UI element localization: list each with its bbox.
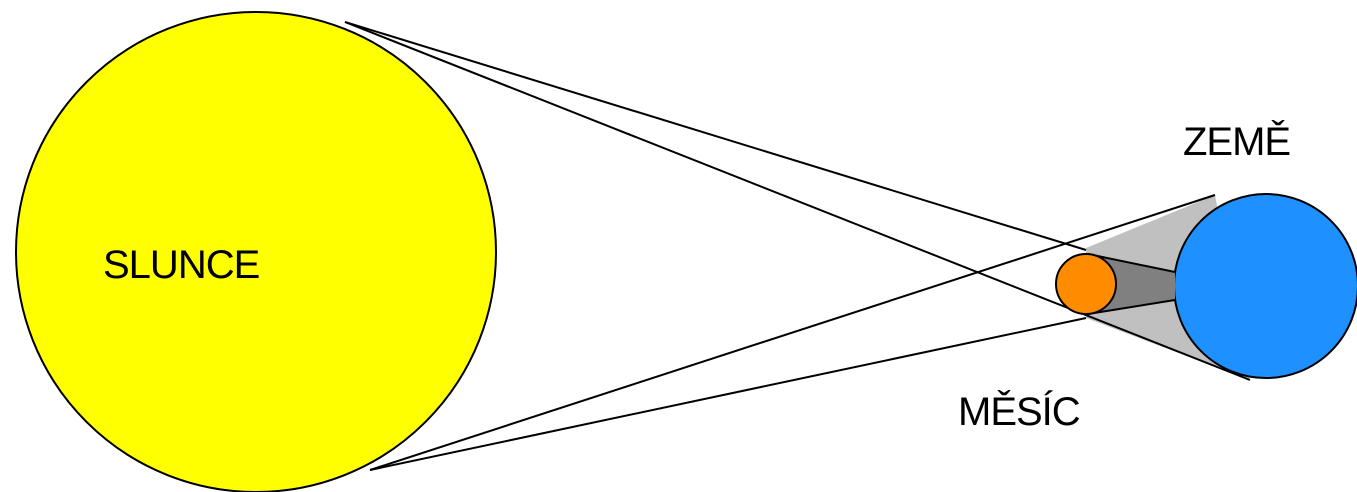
sun-label: SLUNCE — [103, 243, 259, 287]
earth-label: ZEMĚ — [1183, 119, 1290, 164]
earth-circle — [1174, 194, 1357, 378]
moon-label: MĚSÍC — [958, 389, 1080, 434]
ray-bottom-outer — [370, 195, 1215, 470]
moon-circle — [1056, 254, 1116, 314]
